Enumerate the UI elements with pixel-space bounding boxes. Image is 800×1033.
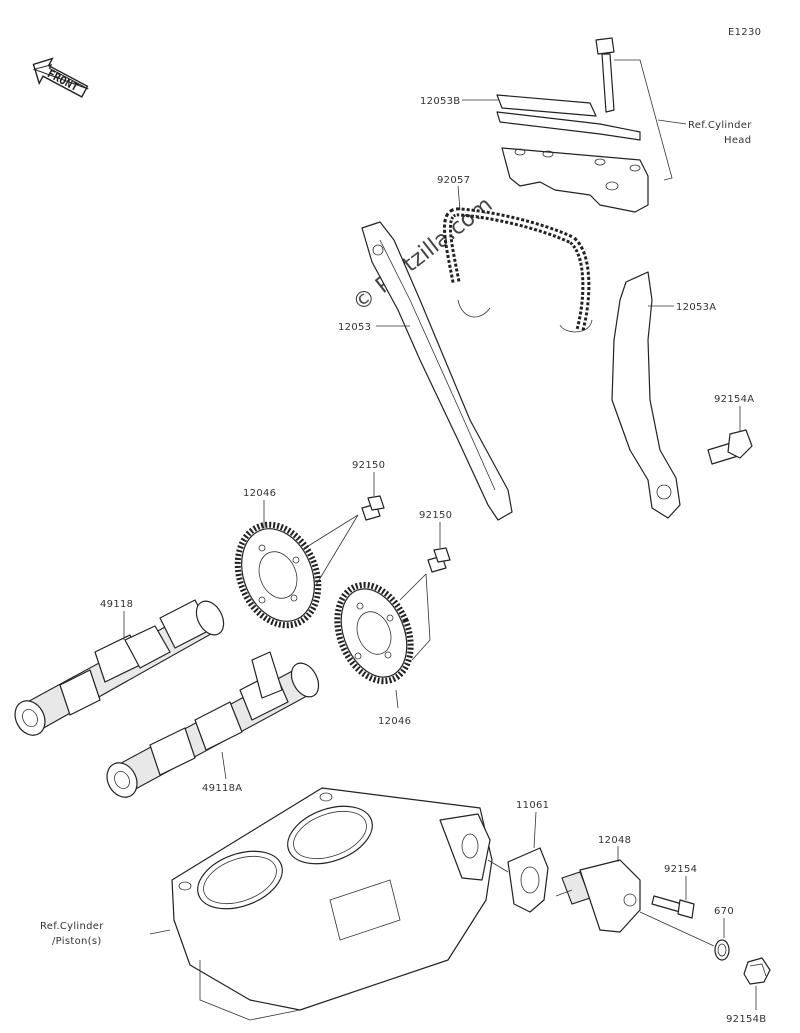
label-92154B: 92154B bbox=[726, 1014, 766, 1025]
label-12053: 12053 bbox=[338, 322, 371, 333]
label-92150-b: 92150 bbox=[419, 510, 452, 521]
camshaft-upper bbox=[14, 599, 225, 736]
front-arrow-icon: FRONT bbox=[32, 57, 89, 98]
label-12046-b: 12046 bbox=[378, 716, 411, 727]
timing-chain bbox=[443, 207, 593, 333]
diagram-code: E1230 bbox=[728, 27, 761, 38]
ref-cylinder-head-line2: Head bbox=[724, 135, 751, 146]
cam-sprocket-lower bbox=[334, 581, 414, 685]
ref-cylinder-piston-line2: /Piston(s) bbox=[52, 936, 102, 947]
ref-cylinder-piston-line1: Ref.Cylinder bbox=[40, 921, 104, 932]
sprocket-bolt-a bbox=[361, 495, 385, 521]
label-12053B: 12053B bbox=[420, 96, 460, 107]
label-49118: 49118 bbox=[100, 599, 133, 610]
label-11061: 11061 bbox=[516, 800, 549, 811]
label-92057: 92057 bbox=[437, 175, 470, 186]
pivot-bolt bbox=[707, 429, 753, 465]
chain-guide bbox=[361, 221, 513, 521]
camshaft-lower bbox=[106, 651, 320, 798]
sprocket-bolt-b bbox=[427, 547, 451, 573]
label-92154: 92154 bbox=[664, 864, 697, 875]
o-ring bbox=[714, 939, 730, 961]
cam-sprocket-upper bbox=[234, 521, 322, 629]
label-670: 670 bbox=[714, 906, 734, 917]
camshaft-holder bbox=[496, 37, 649, 213]
label-12046-a: 12046 bbox=[243, 488, 276, 499]
ref-leader-head bbox=[657, 119, 687, 125]
tensioner-guide bbox=[611, 271, 681, 519]
front-label: FRONT bbox=[45, 67, 81, 94]
ref-bracket-head bbox=[614, 59, 673, 181]
cylinder-block bbox=[171, 787, 493, 1021]
tensioner-bolt bbox=[651, 895, 695, 919]
label-92150-a: 92150 bbox=[352, 460, 385, 471]
label-12053A: 12053A bbox=[676, 302, 716, 313]
label-92154A: 92154A bbox=[714, 394, 754, 405]
ref-cylinder-head-line1: Ref.Cylinder bbox=[688, 120, 752, 131]
tensioner-gasket bbox=[507, 847, 549, 913]
chain-tensioner bbox=[555, 859, 641, 933]
label-12048: 12048 bbox=[598, 835, 631, 846]
cap-bolt bbox=[743, 957, 771, 985]
label-49118A: 49118A bbox=[202, 783, 242, 794]
